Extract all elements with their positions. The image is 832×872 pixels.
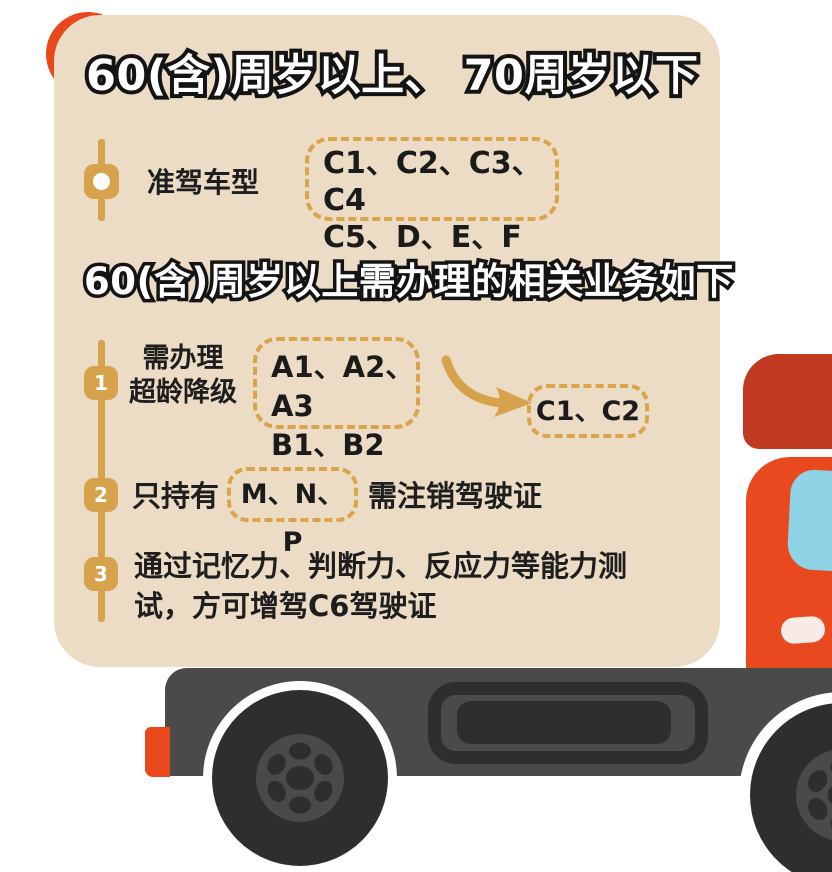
vehicle-codes-line-2: C5、D、E、F <box>323 220 522 255</box>
downgrade-from-line-2: B1、B2 <box>271 428 385 462</box>
step-1-badge: 1 <box>84 366 118 400</box>
step-2-badge: 2 <box>84 478 118 512</box>
allowed-vehicle-codes-box: C1、C2、C3、C4 C5、D、E、F <box>305 137 559 255</box>
downgrade-to-box: C1、C2 <box>527 384 649 438</box>
front-wheel-hub <box>796 750 832 840</box>
vehicle-codes-line-1: C1、C2、C3、C4 <box>323 146 542 218</box>
truck-fuel-tank <box>428 682 708 764</box>
only-holds-label: 只持有 <box>132 479 220 513</box>
cancel-license-label: 需注销驾驶证 <box>368 479 543 513</box>
bullet-dot <box>93 173 110 190</box>
curved-arrow-icon <box>441 355 532 417</box>
ability-test-line-2: 试，方可增驾C6驾驶证 <box>134 589 437 623</box>
overage-downgrade-line-2: 超龄降级 <box>129 377 237 408</box>
mnp-license-box: M、N、P <box>227 467 358 558</box>
truck-cab-spoiler <box>743 354 832 449</box>
ability-test-text: 通过记忆力、判断力、反应力等能力测 试，方可增驾C6驾驶证 <box>134 546 700 626</box>
allowed-vehicle-types-label: 准驾车型 <box>147 166 260 199</box>
downgrade-from-box: A1、A2、A3 B1、B2 <box>253 337 420 462</box>
overage-downgrade-line-1: 需办理 <box>142 343 224 374</box>
step-3-badge: 3 <box>84 557 118 591</box>
truck-door-handle <box>780 615 826 645</box>
bullet-marker <box>84 164 119 199</box>
downgrade-from-line-1: A1、A2、A3 <box>271 350 415 423</box>
info-card <box>54 15 720 667</box>
overage-downgrade-label: 需办理 超龄降级 <box>124 342 242 410</box>
truck-mudflap <box>145 727 170 777</box>
truck-fuel-tank-inner <box>457 701 671 744</box>
section2-title: 60(含)周岁以上需办理的相关业务如下 <box>81 257 737 307</box>
ability-test-line-1: 通过记忆力、判断力、反应力等能力测 <box>134 549 628 583</box>
section1-title: 60(含)周岁以上、 70周岁以下 <box>82 47 702 105</box>
truck-windshield <box>786 468 832 572</box>
rear-wheel-hub <box>256 734 344 822</box>
